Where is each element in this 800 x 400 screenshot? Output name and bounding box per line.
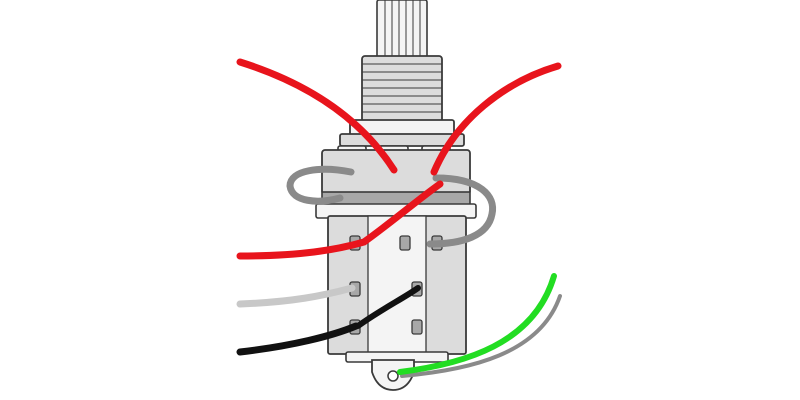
black-jumper	[355, 285, 421, 329]
red-wire-upper-left	[236, 58, 398, 174]
ground-tab-hole	[387, 370, 399, 382]
shaft-knurl-lines	[384, 0, 421, 56]
bare-ground-wire	[400, 294, 562, 378]
pot-casing	[315, 149, 477, 219]
threaded-bushing	[361, 55, 443, 123]
switch-lug-center-top	[399, 235, 411, 251]
switch-lug-center-bottom	[411, 319, 423, 335]
bushing-threads	[362, 63, 442, 113]
green-wire	[397, 273, 557, 375]
wires	[236, 58, 562, 378]
gray-jumper-left	[286, 165, 355, 205]
black-wire	[236, 322, 360, 356]
knurled-shaft	[376, 0, 428, 59]
light-gray-wire	[236, 284, 356, 308]
red-wire-lower-left	[236, 180, 444, 260]
gray-jumper-right	[426, 174, 497, 248]
red-wire-upper-right	[430, 62, 562, 176]
